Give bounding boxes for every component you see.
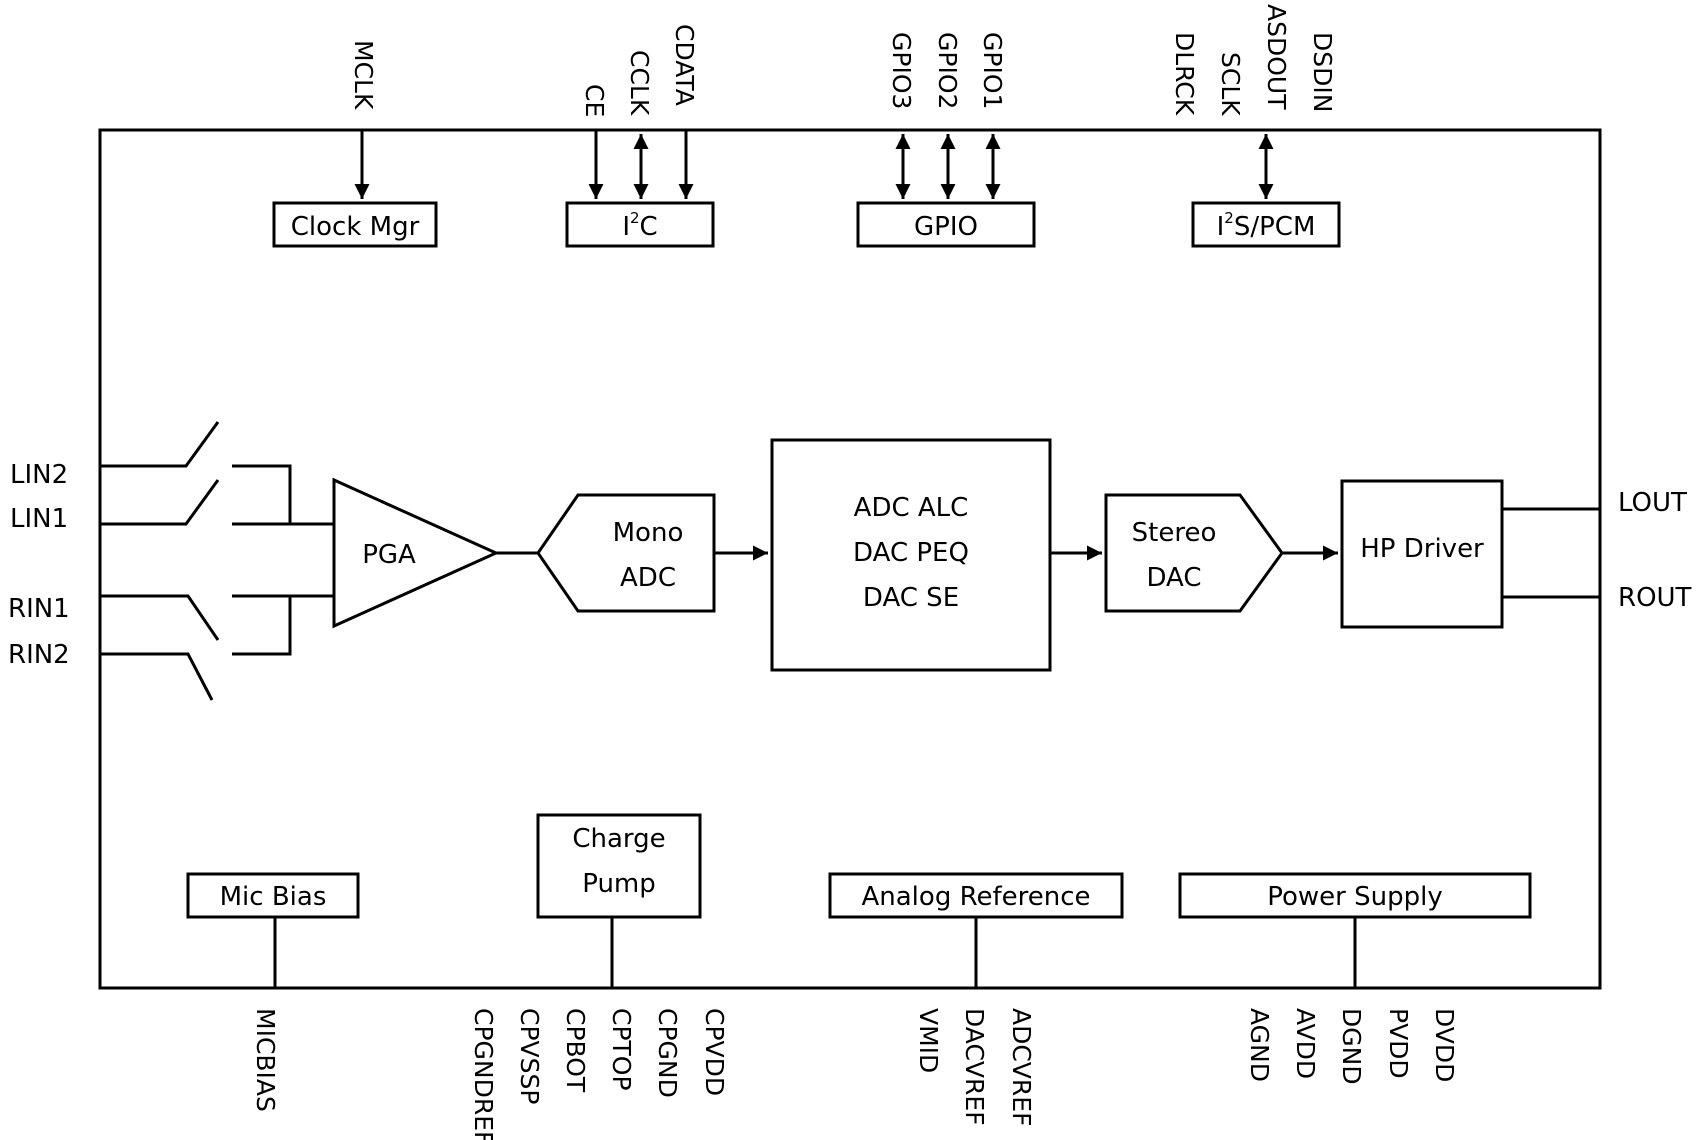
lin2-switch bbox=[100, 421, 220, 468]
stereo-dac-label-1: Stereo bbox=[1132, 518, 1217, 548]
rin-common bbox=[232, 596, 292, 656]
lin-common bbox=[232, 464, 292, 524]
hp-driver-block bbox=[1340, 479, 1504, 629]
pin-cptop: CPTOP bbox=[607, 1008, 636, 1091]
clock-mgr-label: Clock Mgr bbox=[291, 212, 420, 242]
pga-label: PGA bbox=[362, 540, 416, 570]
hp-driver-label: HP Driver bbox=[1360, 534, 1484, 564]
pin-gpio2: GPIO2 bbox=[933, 32, 962, 109]
rin2-switch bbox=[100, 652, 214, 701]
pin-dacvref: DACVREF bbox=[960, 1008, 989, 1126]
pin-cclk: CCLK bbox=[625, 50, 654, 116]
charge-pump-label-1: Charge bbox=[572, 824, 665, 854]
power-supply-block bbox=[1178, 872, 1532, 919]
pin-cpbot: CPBOT bbox=[561, 1008, 590, 1093]
pin-rin2: RIN2 bbox=[8, 640, 70, 670]
dsp-label-1: ADC ALC bbox=[854, 493, 969, 523]
pin-avdd: AVDD bbox=[1291, 1008, 1320, 1079]
pin-cpgnd: CPGND bbox=[653, 1008, 682, 1098]
charge-pump-label-2: Pump bbox=[582, 869, 656, 899]
power-supply-label: Power Supply bbox=[1267, 882, 1442, 912]
stereo-dac-block bbox=[1104, 493, 1284, 613]
pin-cpvdd: CPVDD bbox=[700, 1008, 729, 1096]
mono-adc-label-1: Mono bbox=[613, 518, 684, 548]
dsp-label-3: DAC SE bbox=[863, 583, 959, 613]
pin-sclk: SCLK bbox=[1216, 52, 1245, 116]
pin-cdata: CDATA bbox=[670, 24, 699, 106]
pin-cpgndref: CPGNDREF bbox=[469, 1008, 498, 1140]
pin-dvdd: DVDD bbox=[1430, 1008, 1459, 1082]
pin-dsdin: DSDIN bbox=[1308, 32, 1337, 112]
pin-rout: ROUT bbox=[1618, 583, 1692, 613]
dsp-label-2: DAC PEQ bbox=[853, 538, 969, 568]
input-switches bbox=[100, 421, 334, 701]
pga-triangle bbox=[332, 477, 500, 629]
pin-asdout: ASDOUT bbox=[1262, 4, 1291, 110]
charge-pump-block bbox=[536, 813, 702, 919]
i2s-pcm-block bbox=[1191, 201, 1341, 248]
pin-agnd: AGND bbox=[1245, 1008, 1274, 1082]
pin-gpio1: GPIO1 bbox=[978, 32, 1007, 109]
pin-lin1: LIN1 bbox=[10, 504, 68, 534]
i2c-label: I2C bbox=[622, 209, 657, 242]
bottom-pins: MICBIAS CPGNDREF CPVSSP CPBOT CPTOP CPGN… bbox=[251, 1008, 1459, 1140]
pin-adcvref: ADCVREF bbox=[1007, 1008, 1036, 1126]
pin-lout: LOUT bbox=[1618, 488, 1687, 518]
top-pins: MCLK CE CCLK CDATA GPIO3 GPIO2 GPIO1 DLR… bbox=[349, 4, 1337, 117]
rin1-switch bbox=[100, 594, 220, 641]
gpio-block bbox=[856, 201, 1036, 248]
pin-dgnd: DGND bbox=[1337, 1008, 1366, 1085]
clock-mgr-block bbox=[272, 201, 438, 248]
pin-cpvssp: CPVSSP bbox=[515, 1008, 544, 1104]
mono-adc-label-2: ADC bbox=[620, 563, 676, 593]
pin-vmid: VMID bbox=[914, 1008, 943, 1073]
stereo-dac-label-2: DAC bbox=[1146, 563, 1201, 593]
pin-micbias: MICBIAS bbox=[251, 1008, 280, 1112]
left-pins: LIN2 LIN1 RIN1 RIN2 bbox=[8, 460, 70, 670]
mono-adc-block bbox=[536, 493, 716, 613]
pin-mclk: MCLK bbox=[349, 40, 378, 110]
analog-reference-label: Analog Reference bbox=[861, 882, 1090, 912]
lin1-switch bbox=[100, 479, 220, 526]
pin-ce: CE bbox=[580, 84, 609, 117]
i2s-pcm-label: I2S/PCM bbox=[1217, 209, 1316, 242]
pin-rin1: RIN1 bbox=[8, 594, 70, 624]
pin-gpio3: GPIO3 bbox=[887, 32, 916, 109]
mic-bias-label: Mic Bias bbox=[220, 882, 327, 912]
mic-bias-block bbox=[186, 872, 360, 919]
pin-lin2: LIN2 bbox=[10, 460, 68, 490]
dsp-block bbox=[770, 438, 1052, 672]
pin-dlrck: DLRCK bbox=[1170, 32, 1199, 116]
pin-pvdd: PVDD bbox=[1384, 1008, 1413, 1079]
gpio-label: GPIO bbox=[914, 212, 978, 242]
chip-outline bbox=[98, 128, 1602, 990]
i2c-block bbox=[565, 201, 715, 248]
